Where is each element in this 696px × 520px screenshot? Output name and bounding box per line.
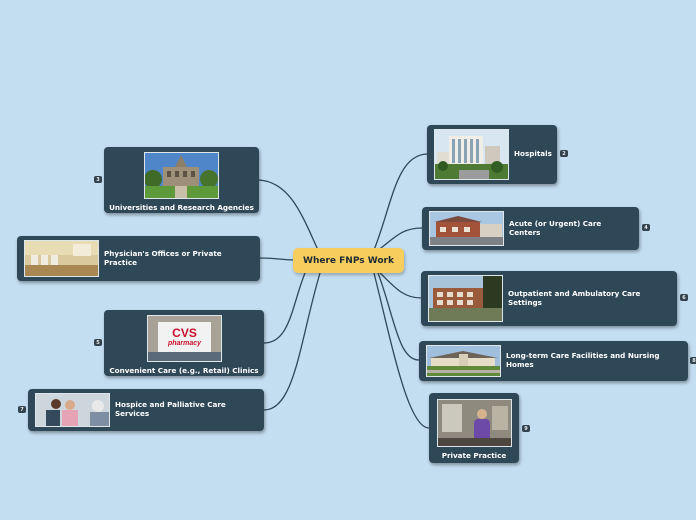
topic-physicians-offices[interactable]: Physician's Offices or Private Practice [17, 236, 260, 281]
connector-hospitals [374, 154, 427, 250]
topic-label: Convenient Care (e.g., Retail) Clinics [109, 367, 258, 376]
nursing-home-photo [426, 345, 501, 377]
retail-clinics-count-badge: 5 [94, 339, 102, 346]
connector-retail-clinics [264, 273, 305, 343]
hospital-building-photo [434, 129, 509, 180]
hospitals-count-badge: 2 [560, 150, 568, 157]
topic-label: Hospitals [514, 150, 552, 159]
urgent-care-building-photo [429, 211, 504, 246]
private-practice-count-badge: 9 [522, 425, 530, 432]
topic-urgent-care[interactable]: Acute (or Urgent) Care Centers [422, 207, 639, 250]
topic-label: Universities and Research Agencies [109, 204, 254, 213]
pharmacy-word-text: pharmacy [166, 340, 201, 347]
topic-private-practice[interactable]: Private Practice [429, 393, 519, 463]
topic-label: Hospice and Palliative Care Services [115, 401, 257, 418]
topic-label: Outpatient and Ambulatory Care Settings [508, 290, 670, 307]
outpatient-count-badge: 6 [680, 294, 688, 301]
caregiver-patient-photo [35, 393, 110, 427]
connector-outpatient [380, 273, 421, 298]
long-term-count-badge: 8 [690, 357, 696, 364]
hospice-count-badge: 7 [18, 406, 26, 413]
pharmacy-storefront-photo: CVS pharmacy [147, 315, 222, 362]
topic-hospitals[interactable]: Hospitals [427, 125, 557, 184]
urgent-care-count-badge: 4 [642, 224, 650, 231]
connector-physicians-offices [260, 258, 294, 260]
central-topic[interactable]: Where FNPs Work [293, 248, 404, 273]
universities-count-badge: 3 [94, 176, 102, 183]
topic-label: Physician's Offices or Private Practice [104, 250, 253, 267]
waiting-room-photo [24, 240, 99, 277]
outpatient-building-photo [428, 275, 503, 322]
connector-urgent-care [378, 228, 422, 250]
topic-label: Long-term Care Facilities and Nursing Ho… [506, 352, 666, 369]
pharmacy-brand-text: CVS [172, 326, 197, 340]
topic-label: Acute (or Urgent) Care Centers [509, 220, 632, 237]
topic-label: Private Practice [442, 452, 507, 461]
topic-outpatient[interactable]: Outpatient and Ambulatory Care Settings [421, 271, 677, 326]
topic-hospice[interactable]: Hospice and Palliative Care Services [28, 389, 264, 431]
topic-long-term[interactable]: Long-term Care Facilities and Nursing Ho… [419, 341, 688, 381]
topic-universities[interactable]: Universities and Research Agencies [104, 147, 259, 213]
topic-retail-clinics[interactable]: CVS pharmacy Convenient Care (e.g., Reta… [104, 310, 264, 376]
office-visit-photo [437, 399, 512, 447]
connector-universities [259, 180, 318, 250]
university-campus-photo [144, 152, 219, 199]
